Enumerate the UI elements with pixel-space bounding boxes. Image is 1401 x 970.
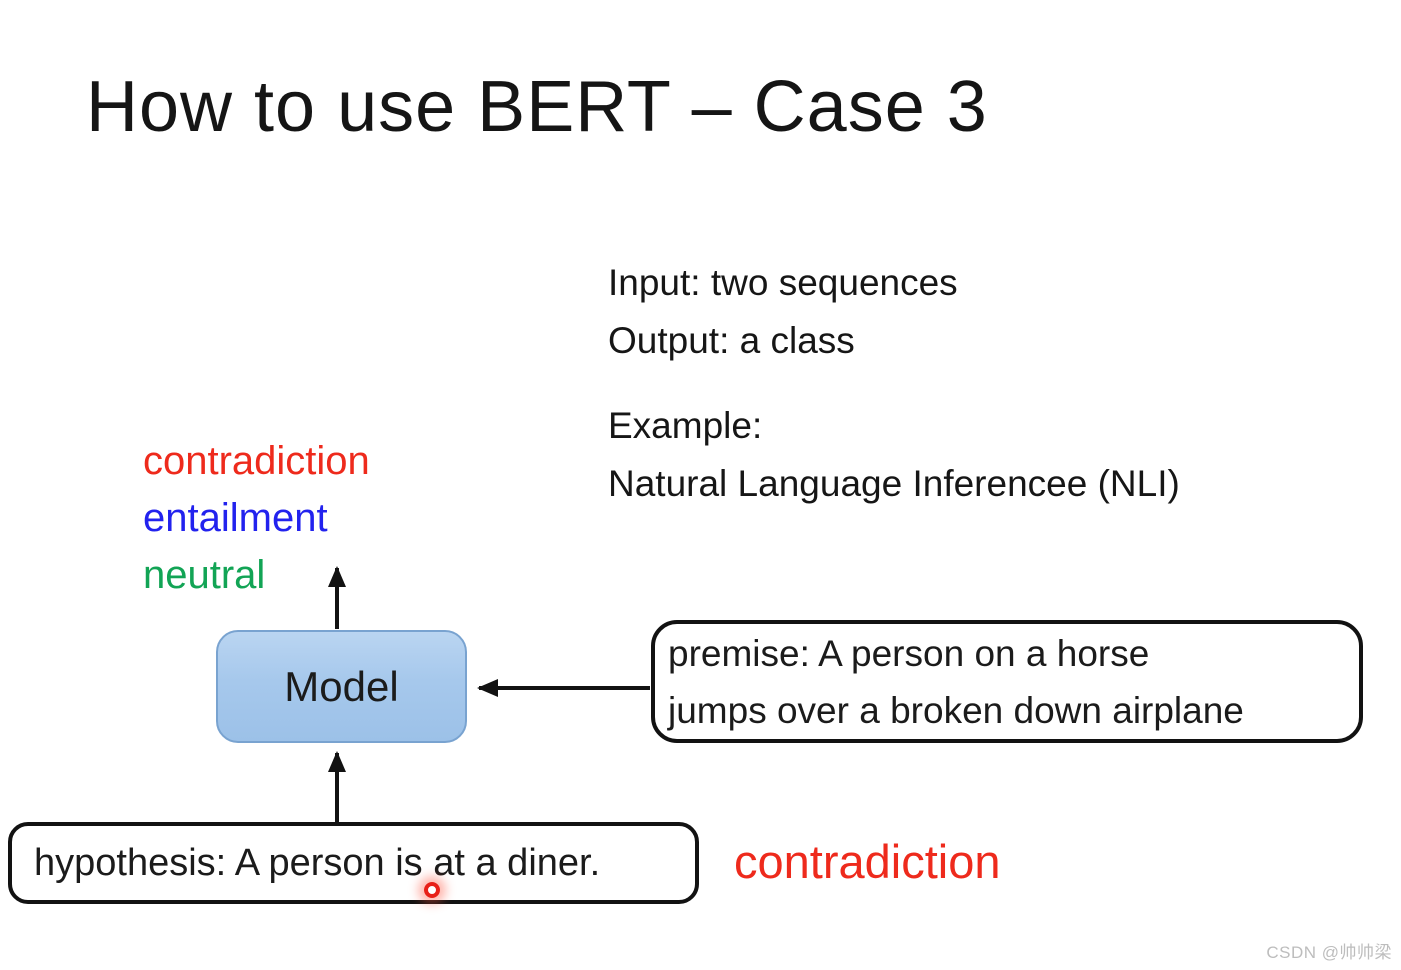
model-box-label: Model — [284, 662, 399, 710]
example-heading: Example: — [608, 405, 763, 446]
class-label-list: contradiction entailment neutral — [143, 433, 370, 604]
model-box: Model — [216, 630, 467, 743]
premise-line-2: jumps over a broken down airplane — [668, 689, 1244, 731]
watermark-text: CSDN @帅帅梁 — [1266, 943, 1392, 962]
example-detail: Natural Language Inferencee (NLI) — [608, 463, 1180, 504]
example-description: Example: Natural Language Inferencee (NL… — [608, 397, 1180, 513]
class-label-contradiction: contradiction — [143, 439, 370, 483]
input-line: Input: two sequences — [608, 262, 958, 303]
hypothesis-text: hypothesis: A person is at a diner. — [34, 841, 601, 884]
slide-title: How to use BERT – Case 3 — [86, 67, 988, 147]
premise-box: premise: A person on a horse jumps over … — [651, 620, 1363, 743]
io-description: Input: two sequences Output: a class — [608, 254, 958, 370]
class-label-entailment: entailment — [143, 496, 328, 540]
output-line: Output: a class — [608, 320, 855, 361]
premise-line-1: premise: A person on a horse — [668, 632, 1150, 674]
laser-pointer-dot-icon — [424, 882, 440, 898]
prediction-label: contradiction — [734, 835, 1001, 888]
hypothesis-box: hypothesis: A person is at a diner. — [8, 822, 699, 904]
class-label-neutral: neutral — [143, 553, 266, 597]
